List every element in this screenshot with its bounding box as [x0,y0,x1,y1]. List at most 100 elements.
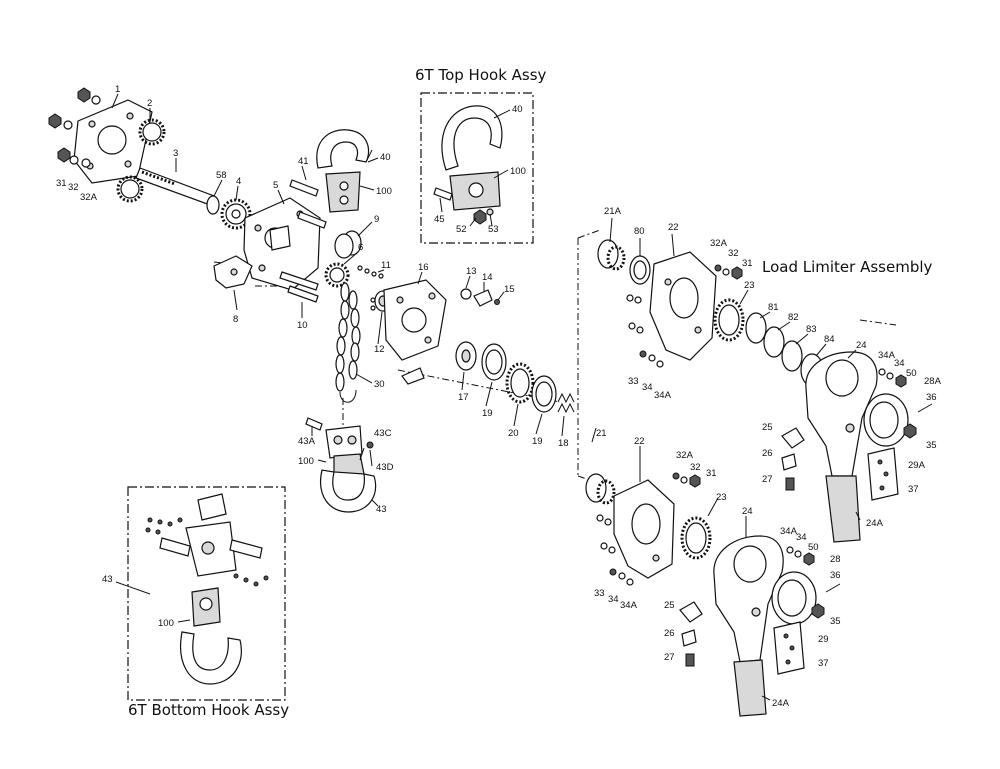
ratchet-disc-20 [505,362,535,404]
load-sheave-6 [324,262,350,288]
hub-21 [585,473,616,505]
bushing-9 [334,230,362,259]
label-31-upper: 31 [742,258,753,269]
label-50-upper: 50 [906,368,917,379]
stay-bolts-10 [279,271,319,303]
label-31-lower: 31 [706,468,717,479]
top-hook-assy-hook [433,105,503,225]
label-10: 10 [297,320,308,331]
label-45: 45 [434,214,445,225]
label-22-upper: 22 [668,222,679,233]
label-30: 30 [374,379,385,390]
label-34-lower-right: 34 [796,532,807,543]
label-27-upper: 27 [762,474,773,485]
label-18: 18 [558,438,569,449]
label-100-bottom-assy: 100 [158,618,174,629]
label-24a-lower: 24A [772,698,790,709]
label-43c: 43C [374,428,392,439]
label-1: 1 [115,84,120,95]
fasteners-34a-34-50-35-36a [878,368,933,439]
hub-17 [455,341,477,371]
label-35-lower: 35 [830,616,841,627]
label-52: 52 [456,224,467,235]
hand-lever-24b [713,535,784,717]
pawl-8 [213,255,253,289]
label-50-lower: 50 [808,542,819,553]
limiter-cap-28a [863,393,909,447]
label-23-upper: 23 [744,280,755,291]
friction-disc-19a [481,343,507,381]
label-22-lower: 22 [634,436,645,447]
label-15: 15 [504,284,515,295]
label-31: 31 [56,178,67,189]
label-58: 58 [216,170,227,181]
label-37-upper: 37 [908,484,919,495]
label-16: 16 [418,262,429,273]
label-32-lower: 32 [690,462,701,473]
label-24-upper: 24 [856,340,867,351]
label-23-lower: 23 [716,492,727,503]
label-34-upper: 34 [642,382,653,393]
label-25-lower: 25 [664,600,675,611]
bottom-hook-block-43 [305,417,377,513]
cover-29-screws-37 [773,621,805,675]
washers-32 [63,95,101,168]
label-24a-upper: 24A [866,518,884,529]
pawl-13-spring-14-15 [401,288,500,385]
side-plate-16 [383,279,447,361]
pawl-25-26-27b [679,601,703,667]
frame-plate-5 [243,197,321,291]
top-hook-40 [316,129,373,213]
spring-18 [557,392,575,414]
label-34a-lower-left: 34A [620,600,638,611]
label-36-lower: 36 [830,570,841,581]
label-19-second: 19 [532,436,543,447]
label-4: 4 [236,176,241,187]
label-28a: 28A [924,376,942,387]
label-100-top-assy: 100 [510,166,526,177]
label-36-upper: 36 [926,392,937,403]
limiter-cap-28 [771,571,817,625]
label-34a-upper-left: 34A [654,390,672,401]
load-limiter-assembly-title: Load Limiter Assembly [762,258,933,276]
gear-case-22a [649,251,717,361]
pawl-25-26-27a [781,427,805,491]
label-40: 40 [380,152,391,163]
label-25-upper: 25 [762,422,773,433]
label-32-upper: 32 [728,248,739,259]
bottom-hook-assy-parts [145,493,269,685]
gear-23b [680,516,712,560]
label-14: 14 [482,272,493,283]
chain-washers-11 [357,265,384,311]
gear-case-22b [613,479,675,579]
label-83: 83 [806,324,817,335]
label-34a-upper-right: 34A [878,350,896,361]
bottom-hook-assy-box [127,486,286,701]
label-32a-lower: 32A [676,450,694,461]
bottom-hook-assy-title: 6T Bottom Hook Assy [128,701,289,719]
label-26-upper: 26 [762,448,773,459]
top-hook-assy-title: 6T Top Hook Assy [415,66,547,84]
top-hook-assy-box [420,92,534,244]
label-100-bottom: 100 [298,456,314,467]
label-21: 21 [596,428,607,439]
label-43a: 43A [298,436,316,447]
label-32a: 32A [80,192,98,203]
label-34-upper-right: 34 [894,358,905,369]
label-2: 2 [147,98,152,109]
label-32: 32 [68,182,79,193]
label-81: 81 [768,302,779,313]
label-28: 28 [830,554,841,565]
stay-bolts-41 [289,179,327,229]
leader-lines [111,93,861,701]
label-3: 3 [173,148,178,159]
label-6: 6 [358,242,363,253]
label-32a-upper: 32A [710,238,728,249]
label-12: 12 [374,344,385,355]
label-8: 8 [233,314,238,325]
gear-2 [116,118,166,203]
label-11: 11 [381,260,391,271]
label-24-lower: 24 [742,506,753,517]
label-84: 84 [824,334,835,345]
